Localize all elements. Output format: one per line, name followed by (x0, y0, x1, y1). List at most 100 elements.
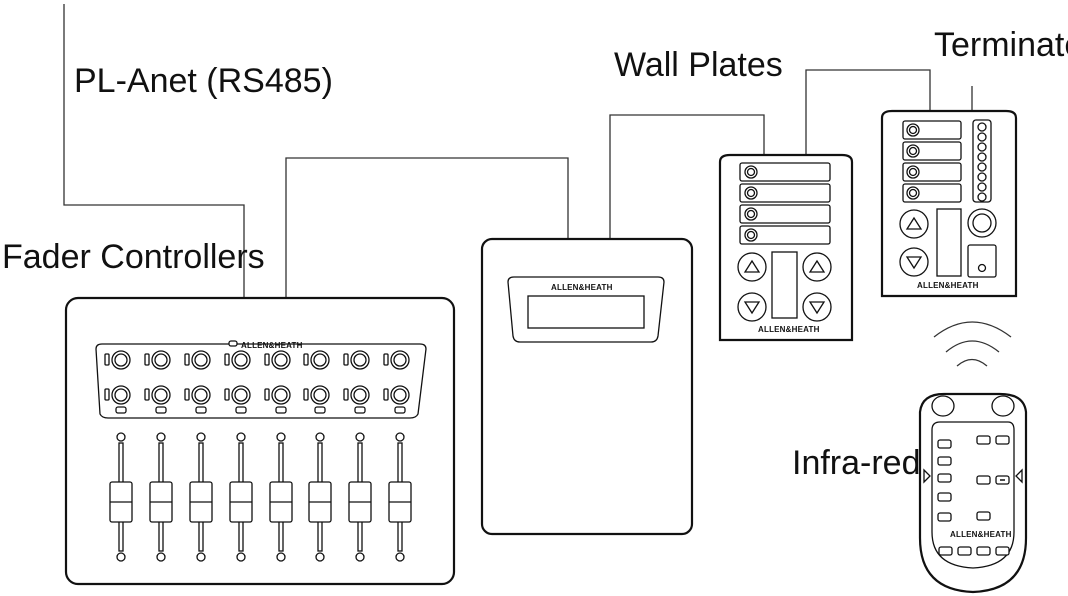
channel-led (235, 406, 247, 414)
remote-bottom-button[interactable] (995, 546, 1010, 556)
terminator-ir-sensor (967, 244, 997, 278)
remote-button[interactable] (937, 456, 952, 466)
wall-plate-brand: ALLEN&HEATH (758, 325, 820, 334)
wire-display-to-wallplate (609, 114, 765, 239)
fader-knob[interactable] (224, 385, 251, 405)
remote-button[interactable] (976, 475, 991, 485)
terminator-preset-rows (902, 120, 962, 203)
fader-strip (149, 432, 173, 562)
fader-track-bottom-screw (236, 552, 246, 562)
ir-remote-brand: ALLEN&HEATH (950, 530, 1012, 539)
fader-knob[interactable] (264, 385, 291, 405)
fader-knob[interactable] (224, 350, 251, 370)
wall-plate-preset-button[interactable] (739, 204, 831, 224)
fader-track-top-screw (156, 432, 166, 442)
terminator-down-button[interactable] (899, 247, 929, 277)
fader-brand: ALLEN&HEATH (241, 341, 303, 350)
fader-strip (229, 432, 253, 562)
channel-led (275, 406, 287, 414)
channel-led (354, 406, 366, 414)
led (977, 132, 987, 142)
ir-remote-side-left (923, 468, 931, 484)
led (977, 162, 987, 172)
wall-plate-up-left[interactable] (737, 252, 767, 282)
terminator-up-button[interactable] (899, 209, 929, 239)
remote-button[interactable] (937, 512, 952, 522)
wall-plate-up-right[interactable] (802, 252, 832, 282)
wall-plate-display-strip (771, 251, 798, 319)
led (977, 152, 987, 162)
terminator-led-meter (972, 119, 992, 203)
fader-track-top-screw (355, 432, 365, 442)
terminator-preset-button[interactable] (902, 120, 962, 140)
fader-track-top-screw (116, 432, 126, 442)
fader-cap[interactable] (149, 481, 173, 523)
fader-controller: ALLEN&HEATH (64, 296, 456, 586)
fader-track-top-screw (196, 432, 206, 442)
remote-button[interactable] (995, 435, 1010, 445)
fader-knob[interactable] (383, 385, 410, 405)
terminator-preset-button[interactable] (902, 162, 962, 182)
channel-led (394, 406, 406, 414)
fader-cap[interactable] (308, 481, 332, 523)
wire-fader-to-display (285, 157, 569, 298)
ir-remote-buttons (937, 435, 1010, 556)
fader-track-bottom-screw (355, 552, 365, 562)
wall-plate-down-right[interactable] (802, 292, 832, 322)
led (977, 182, 987, 192)
fader-knob[interactable] (383, 350, 410, 370)
fader-cap[interactable] (348, 481, 372, 523)
fader-controllers-label: Fader Controllers (2, 238, 265, 276)
wall-plate-preset-button[interactable] (739, 183, 831, 203)
fader-knob[interactable] (303, 350, 330, 370)
fader-cap[interactable] (269, 481, 293, 523)
fader-knob[interactable] (343, 350, 370, 370)
fader-track-bottom-screw (315, 552, 325, 562)
remote-button[interactable] (937, 439, 952, 449)
wall-plate-preset-rows (739, 162, 831, 245)
wall-plates-label: Wall Plates (614, 46, 783, 84)
fader-cap[interactable] (388, 481, 412, 523)
wall-plate-preset-button[interactable] (739, 162, 831, 182)
terminator-display-strip (936, 208, 962, 277)
fader-knob[interactable] (184, 350, 211, 370)
fader-track-top-screw (395, 432, 405, 442)
fader-knob[interactable] (104, 385, 131, 405)
fader-knob[interactable] (343, 385, 370, 405)
fader-knob[interactable] (144, 350, 171, 370)
terminator-preset-button[interactable] (902, 183, 962, 203)
terminate-label: Terminate (934, 26, 1068, 64)
fader-knob[interactable] (144, 385, 171, 405)
fader-track-bottom-screw (196, 552, 206, 562)
remote-button[interactable] (937, 473, 952, 483)
fader-track-bottom-screw (156, 552, 166, 562)
fader-cap[interactable] (229, 481, 253, 523)
remote-bottom-button[interactable] (976, 546, 991, 556)
fader-track-top-screw (276, 432, 286, 442)
infra-red-label: Infra-red (792, 444, 921, 482)
terminator-brand: ALLEN&HEATH (917, 281, 979, 290)
fader-knob[interactable] (184, 385, 211, 405)
remote-bottom-button[interactable] (938, 546, 953, 556)
fader-cap[interactable] (189, 481, 213, 523)
fader-cap[interactable] (109, 481, 133, 523)
fader-knob[interactable] (303, 385, 330, 405)
fader-brand-led (228, 340, 238, 347)
bus-label: PL-Anet (RS485) (74, 62, 333, 100)
wiring (63, 4, 973, 298)
wall-plate-down-left[interactable] (737, 292, 767, 322)
remote-button[interactable] (976, 511, 991, 521)
remote-button-minus[interactable] (995, 475, 1010, 485)
wall-plate-preset-button[interactable] (739, 225, 831, 245)
fader-strip (269, 432, 293, 562)
remote-button[interactable] (937, 492, 952, 502)
terminator-large-knob[interactable] (967, 208, 997, 238)
fader-knob[interactable] (104, 350, 131, 370)
terminator-preset-button[interactable] (902, 141, 962, 161)
fader-knob[interactable] (264, 350, 291, 370)
fader-track-bottom-screw (276, 552, 286, 562)
remote-bottom-button[interactable] (957, 546, 972, 556)
fader-strip-array (109, 432, 412, 562)
remote-button[interactable] (976, 435, 991, 445)
